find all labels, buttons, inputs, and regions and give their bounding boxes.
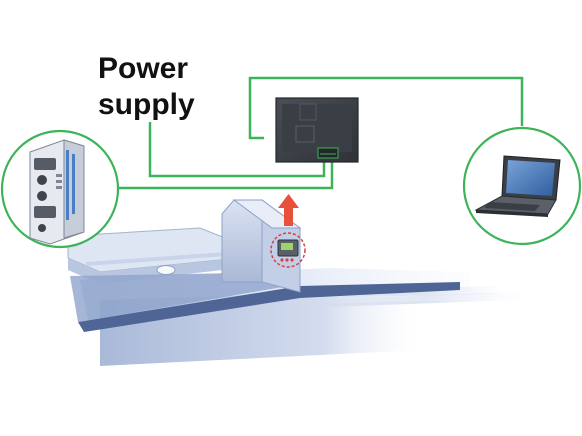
sensor-display	[270, 232, 306, 268]
monitor-panel	[275, 97, 359, 163]
highlight-ring	[270, 232, 306, 268]
industrial-machine	[67, 199, 520, 366]
platform-button	[156, 265, 176, 275]
plc-line	[118, 162, 334, 190]
plc-strip	[66, 150, 69, 220]
plc-port-4	[34, 206, 56, 218]
panel-panel-top	[299, 103, 317, 121]
plc-module	[0, 129, 120, 249]
panel-face	[282, 104, 352, 152]
sensor-screen	[281, 243, 293, 250]
plc-strip-2	[72, 154, 75, 214]
power-line	[148, 122, 326, 178]
connector-lines	[118, 76, 524, 190]
machine-head-top	[232, 199, 302, 229]
laptop-computer	[462, 126, 582, 246]
laptop-keyboard	[484, 202, 540, 211]
title-line-1: Power	[98, 52, 189, 85]
plc-led	[56, 174, 62, 177]
title-line-2: supply	[98, 88, 195, 121]
laptop-line	[248, 76, 524, 140]
conveyor-belt	[78, 282, 460, 332]
up-arrow-icon	[278, 194, 299, 226]
plc-led-2	[56, 180, 62, 183]
panel-panel-inner	[295, 125, 315, 143]
sensor-led-1	[280, 258, 284, 262]
plc-port-2	[37, 175, 47, 185]
sensor-led-3	[290, 258, 294, 262]
conveyor-side	[70, 272, 300, 322]
plc-port-3	[37, 191, 47, 201]
laptop-edge	[476, 210, 548, 217]
laptop-screen	[506, 160, 555, 196]
plc-port-1	[34, 158, 56, 170]
plc-led-3	[56, 186, 62, 189]
panel-port	[317, 147, 339, 159]
plc-port-5	[38, 224, 46, 232]
platform-slot	[86, 252, 226, 266]
sensor-led-2	[285, 258, 289, 262]
